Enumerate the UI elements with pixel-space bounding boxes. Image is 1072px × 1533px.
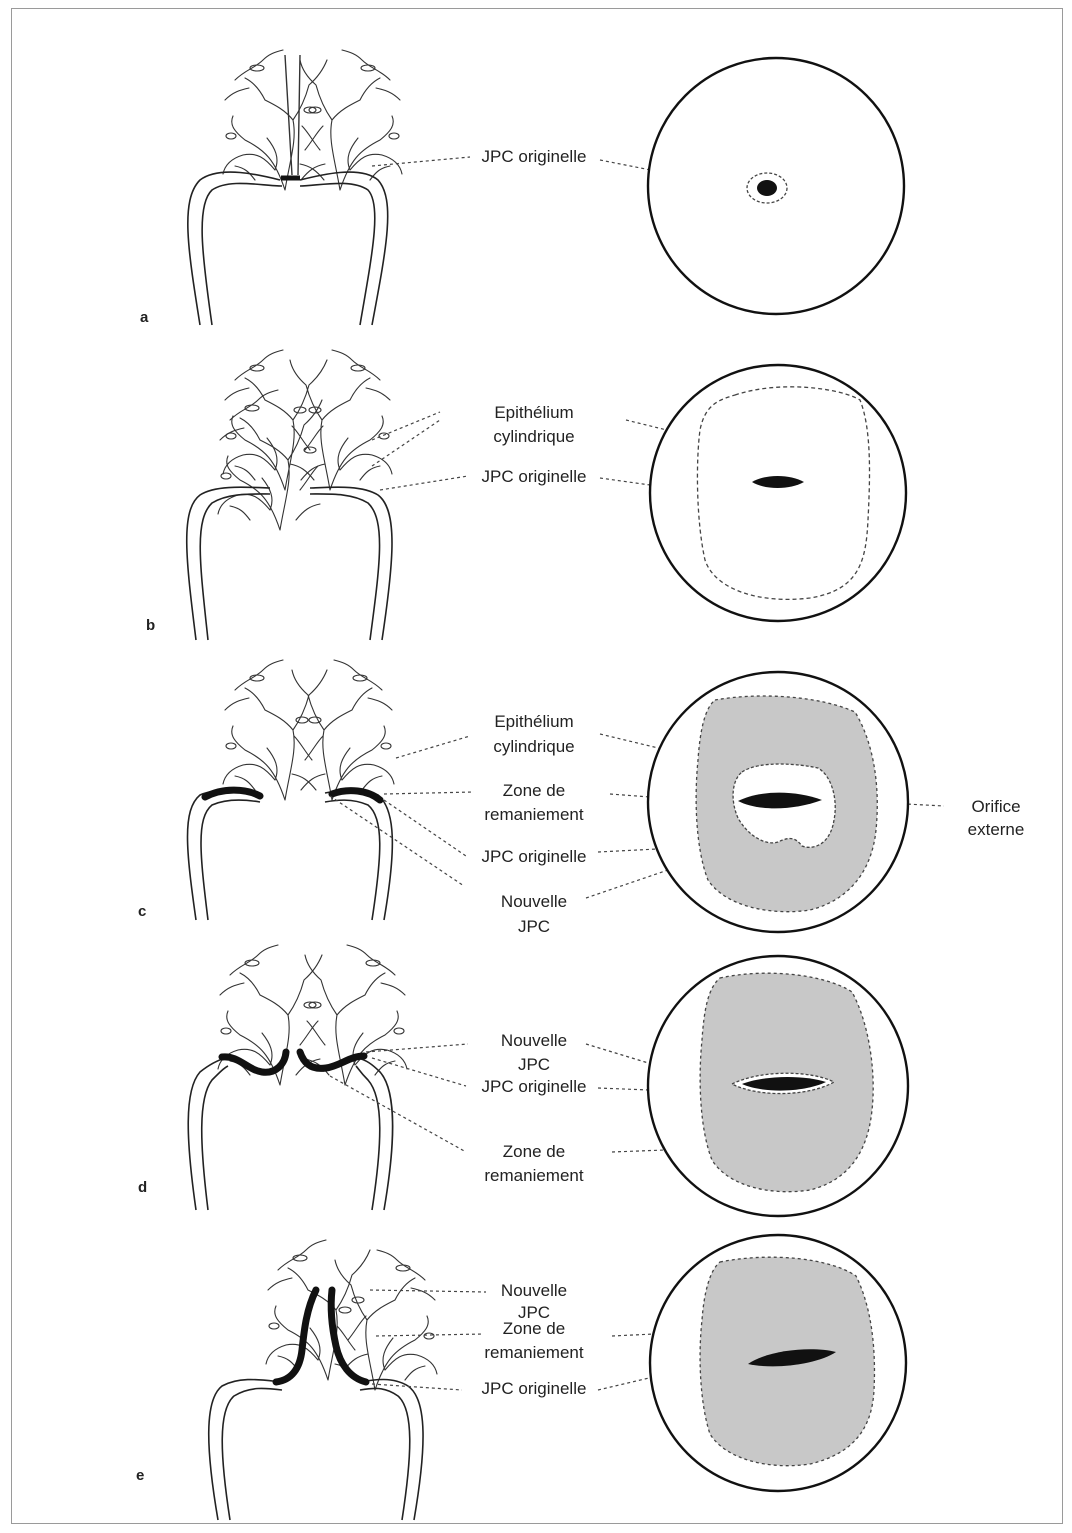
label-e-zone-de: Zone de	[503, 1319, 565, 1338]
label-e-jpc-originelle: JPC originelle	[482, 1379, 587, 1398]
label-e-remaniement: remaniement	[484, 1343, 583, 1362]
panel-e: Nouvelle JPC Zone de remaniement JPC ori…	[136, 1235, 906, 1520]
label-c-orifice: Orifice	[971, 797, 1020, 816]
label-a-jpc-originelle: JPC originelle	[482, 147, 587, 166]
label-c-zone-de: Zone de	[503, 781, 565, 800]
label-c-jpc-originelle: JPC originelle	[482, 847, 587, 866]
cervix-section-e	[209, 1240, 437, 1520]
label-c-remaniement: remaniement	[484, 805, 583, 824]
label-c-cylindrique: cylindrique	[493, 737, 574, 756]
remodeling-zone-right	[331, 1290, 366, 1382]
leader-a-jpc	[372, 157, 470, 166]
remodeling-zone-left	[205, 790, 260, 797]
os-view-e	[650, 1235, 906, 1491]
label-d-jpc-originelle: JPC originelle	[482, 1077, 587, 1096]
label-c-jpc: JPC	[518, 917, 550, 936]
cervix-section-c	[188, 660, 395, 920]
os-view-b	[650, 365, 906, 621]
os-view-c	[648, 672, 908, 932]
label-c-epithelium: Epithélium	[494, 712, 573, 731]
label-d-remaniement: remaniement	[484, 1166, 583, 1185]
panel-letter-d: d	[138, 1179, 147, 1196]
panel-d: Nouvelle JPC JPC originelle Zone de rema…	[138, 945, 908, 1216]
panel-b: Epithélium cylindrique JPC originelle b	[146, 350, 906, 640]
panel-letter-b: b	[146, 617, 155, 634]
label-d-zone-de: Zone de	[503, 1142, 565, 1161]
cervix-section-d	[188, 945, 407, 1210]
panel-letter-c: c	[138, 903, 146, 920]
panel-letter-a: a	[140, 309, 149, 326]
label-b-cylindrique: cylindrique	[493, 427, 574, 446]
remodeling-zone-left	[222, 1052, 286, 1072]
panel-a: JPC originelle a	[140, 50, 904, 326]
label-d-nouvelle: Nouvelle	[501, 1031, 567, 1050]
os-view-d	[648, 956, 908, 1216]
os-view-a	[648, 58, 904, 314]
cervix-section-a	[188, 50, 402, 325]
panel-letter-e: e	[136, 1467, 144, 1484]
panel-c: Epithélium cylindrique Zone de remanieme…	[138, 660, 1024, 936]
remodeling-zone-right	[332, 791, 380, 800]
label-b-jpc-originelle: JPC originelle	[482, 467, 587, 486]
label-d-jpc: JPC	[518, 1055, 550, 1074]
remodeling-zone-left	[276, 1290, 316, 1382]
label-c-nouvelle: Nouvelle	[501, 892, 567, 911]
label-e-nouvelle: Nouvelle	[501, 1281, 567, 1300]
label-c-externe: externe	[968, 820, 1025, 839]
label-b-epithelium: Epithélium	[494, 403, 573, 422]
cervix-section-b	[187, 350, 392, 640]
